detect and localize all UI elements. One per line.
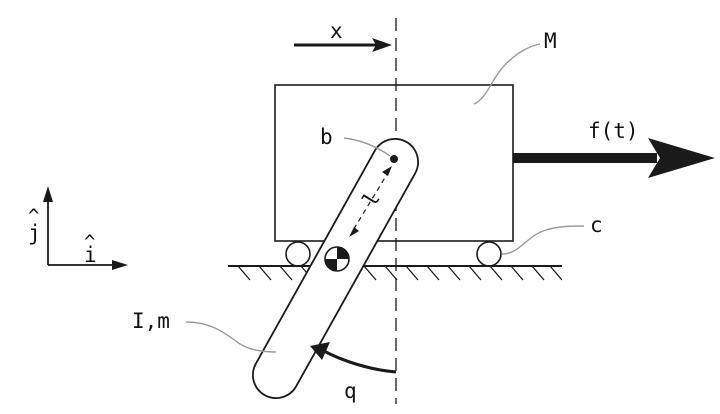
j-unit-label: j [28,221,41,245]
damping-label: c [590,213,603,237]
length-dimension [349,166,392,237]
x-label: x [330,19,343,43]
inertia-label: I,m [132,309,170,333]
i-unit-label: i [84,243,97,267]
force-arrow [513,138,715,178]
x-displacement-arrow [294,38,392,52]
unit-vector-axes [43,186,128,270]
angle-label: q [344,379,357,403]
force-label: f(t) [588,119,639,143]
pivot-leader-line [343,137,391,157]
mass-leader-line [473,43,541,105]
j-hat-accent: ^ [28,205,39,227]
damping-leader-line [501,225,585,255]
inertia-leader-line [185,321,277,353]
right-wheel [476,241,502,267]
angle-arrow [310,342,397,374]
center-of-mass-icon [324,246,350,272]
pivot-point [390,155,398,163]
i-hat-accent: ^ [84,231,95,253]
pivot-label: b [320,125,333,149]
left-wheel [285,241,311,267]
mass-label: M [544,29,557,53]
ground [228,265,562,281]
